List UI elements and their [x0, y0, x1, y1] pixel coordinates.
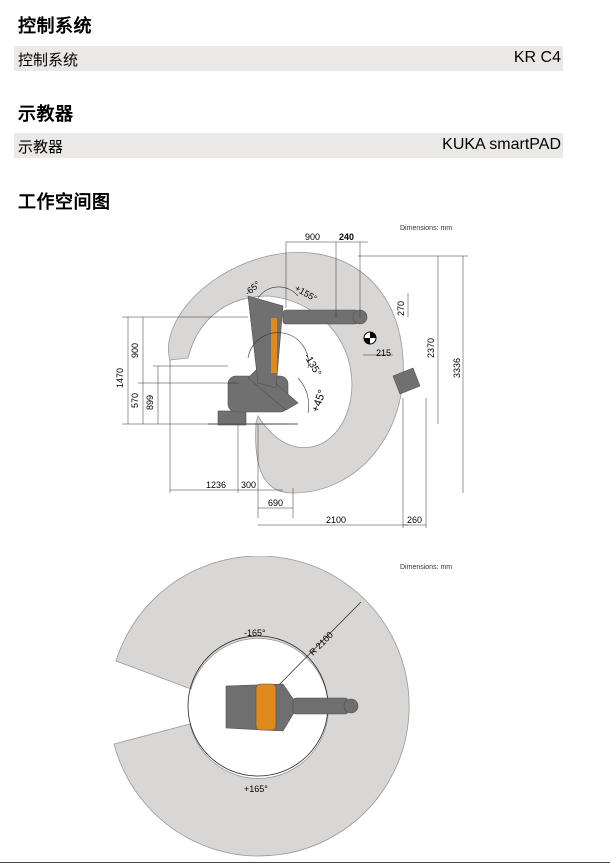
- dim-label: 270: [396, 301, 406, 316]
- spec-label: 示教器: [18, 138, 64, 156]
- robot-side-silhouette: [217, 295, 368, 426]
- section-title-control-system: 控制系统: [18, 16, 92, 37]
- dim-label: 215: [376, 348, 391, 358]
- angle-label: +45°: [310, 388, 329, 414]
- dim-label: 240: [339, 232, 354, 242]
- dim-label: 1470: [115, 368, 125, 388]
- dim-label: 3336: [452, 358, 462, 378]
- dim-label: 260: [407, 515, 422, 525]
- dim-label: 900: [130, 343, 140, 358]
- dim-label: 570: [130, 393, 140, 408]
- accent-stripe: [271, 318, 277, 373]
- dim-label: 900: [305, 232, 320, 242]
- section-title-workspace: 工作空间图: [18, 192, 111, 213]
- dim-label: 899: [145, 395, 155, 410]
- dim-label: 1236: [206, 480, 226, 490]
- robot-wrist-far: [392, 367, 421, 395]
- angle-label: +165°: [244, 784, 268, 794]
- angle-label: -165°: [244, 628, 266, 638]
- dim-label: 2100: [326, 515, 346, 525]
- page-divider: [0, 862, 610, 863]
- units-note: Dimensions: mm: [400, 564, 452, 571]
- spec-row-control-system: 控制系统 KR C4: [14, 46, 563, 71]
- spec-value: KUKA smartPAD: [442, 136, 561, 153]
- dim-label: 300: [241, 480, 256, 490]
- units-note: Dimensions: mm: [400, 225, 452, 232]
- dim-label: 2370: [426, 338, 436, 358]
- top-envelope: [113, 555, 410, 857]
- side-view-diagram: Dimensions: mm 900 240 270 215 2370 3336…: [108, 218, 468, 538]
- dim-label: 690: [268, 498, 283, 508]
- spec-row-teach-pendant: 示教器 KUKA smartPAD: [14, 133, 563, 158]
- robot-top-silhouette: [225, 683, 359, 732]
- spec-value: KR C4: [513, 49, 561, 66]
- angle-label: -135°: [301, 352, 323, 378]
- spec-label: 控制系统: [18, 51, 79, 69]
- top-view-diagram: Dimensions: mm R 2100 -165° +165°: [108, 555, 468, 862]
- section-title-teach-pendant: 示教器: [18, 104, 74, 125]
